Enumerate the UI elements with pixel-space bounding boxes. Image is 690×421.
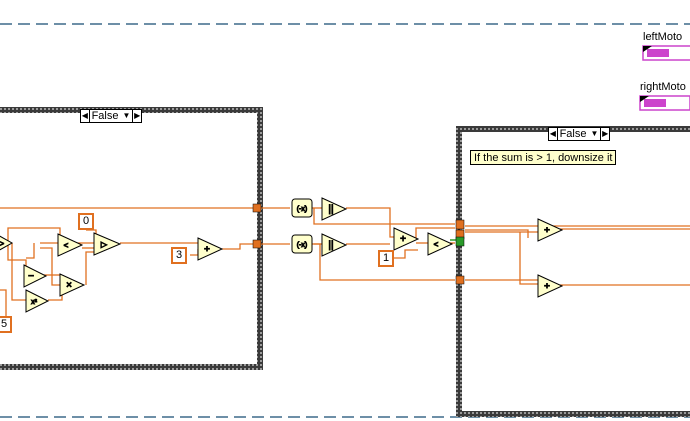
absolute-value-node[interactable]: || xyxy=(321,233,348,257)
svg-text:<: < xyxy=(64,241,69,250)
output-tunnel[interactable] xyxy=(252,239,262,249)
svg-text:▷: ▷ xyxy=(101,240,108,249)
case-structure-left[interactable] xyxy=(0,107,263,370)
input-tunnel[interactable] xyxy=(455,275,465,285)
svg-text:||: || xyxy=(328,240,333,251)
case-selector-text: False xyxy=(91,110,119,122)
absolute-value-node[interactable]: || xyxy=(321,197,348,221)
greater-than-node[interactable]: > xyxy=(0,234,14,252)
less-than-node[interactable]: < xyxy=(57,233,84,257)
increment-arrow-icon[interactable]: ▶ xyxy=(132,110,141,122)
numeric-constant-five[interactable]: 5 xyxy=(0,316,13,333)
numeric-constant-three[interactable]: 3 xyxy=(171,247,188,264)
case-selector-value: False ▼ xyxy=(90,110,133,122)
dropdown-arrow-icon[interactable]: ▼ xyxy=(122,111,131,120)
free-label-comment[interactable]: If the sum is > 1, downsize it xyxy=(470,150,617,165)
svg-text:||: || xyxy=(328,204,333,215)
case-selector-right[interactable]: ◀ False ▼ ▶ xyxy=(548,127,610,141)
divide-node[interactable]: ÷ xyxy=(537,274,564,298)
select-node[interactable]: ▷ xyxy=(93,232,122,256)
svg-text:−: − xyxy=(28,271,34,282)
svg-text:+: + xyxy=(400,234,406,245)
input-tunnel[interactable] xyxy=(455,219,465,230)
negate-node[interactable]: (-x) xyxy=(291,198,313,218)
case-selector-left[interactable]: ◀ False ▼ ▶ xyxy=(80,109,142,123)
negate-node[interactable]: (-x) xyxy=(291,234,313,254)
svg-text:>: > xyxy=(0,241,4,248)
multiply-node[interactable]: × xyxy=(59,273,86,297)
case-structure-right[interactable] xyxy=(456,126,690,417)
numeric-constant-zero[interactable]: 0 xyxy=(78,213,95,230)
left-motor-indicator[interactable] xyxy=(642,45,690,61)
svg-text:÷: ÷ xyxy=(544,225,550,236)
svg-text:(-x): (-x) xyxy=(297,242,308,249)
output-tunnel[interactable] xyxy=(252,203,262,213)
less-than-node[interactable]: < xyxy=(427,232,454,256)
right-motor-label: rightMoto xyxy=(640,81,686,93)
svg-text:x²: x² xyxy=(31,299,38,306)
divide-node[interactable]: ÷ xyxy=(197,237,224,261)
decrement-arrow-icon[interactable]: ◀ xyxy=(549,128,558,140)
left-motor-label: leftMoto xyxy=(643,31,683,43)
svg-text:×: × xyxy=(66,280,72,291)
wires xyxy=(0,207,690,316)
right-motor-indicator[interactable] xyxy=(639,95,690,111)
svg-text:÷: ÷ xyxy=(544,281,550,292)
square-node[interactable]: x² xyxy=(25,289,50,313)
nodes: > < − × x² ▷ ÷ (-x) || (-x) || + < ÷ ÷ xyxy=(0,197,564,313)
numeric-constant-one[interactable]: 1 xyxy=(378,250,395,267)
add-node[interactable]: + xyxy=(393,227,420,251)
increment-arrow-icon[interactable]: ▶ xyxy=(600,128,609,140)
divide-node[interactable]: ÷ xyxy=(537,218,564,242)
decrement-arrow-icon[interactable]: ◀ xyxy=(81,110,90,122)
svg-text:<: < xyxy=(434,240,439,249)
boolean-tunnel[interactable] xyxy=(455,236,465,247)
case-selector-text: False xyxy=(559,128,587,140)
subtract-node[interactable]: − xyxy=(23,264,48,288)
dropdown-arrow-icon[interactable]: ▼ xyxy=(590,129,599,138)
svg-text:÷: ÷ xyxy=(204,244,210,255)
case-selector-value: False ▼ xyxy=(558,128,601,140)
svg-text:(-x): (-x) xyxy=(297,206,308,213)
